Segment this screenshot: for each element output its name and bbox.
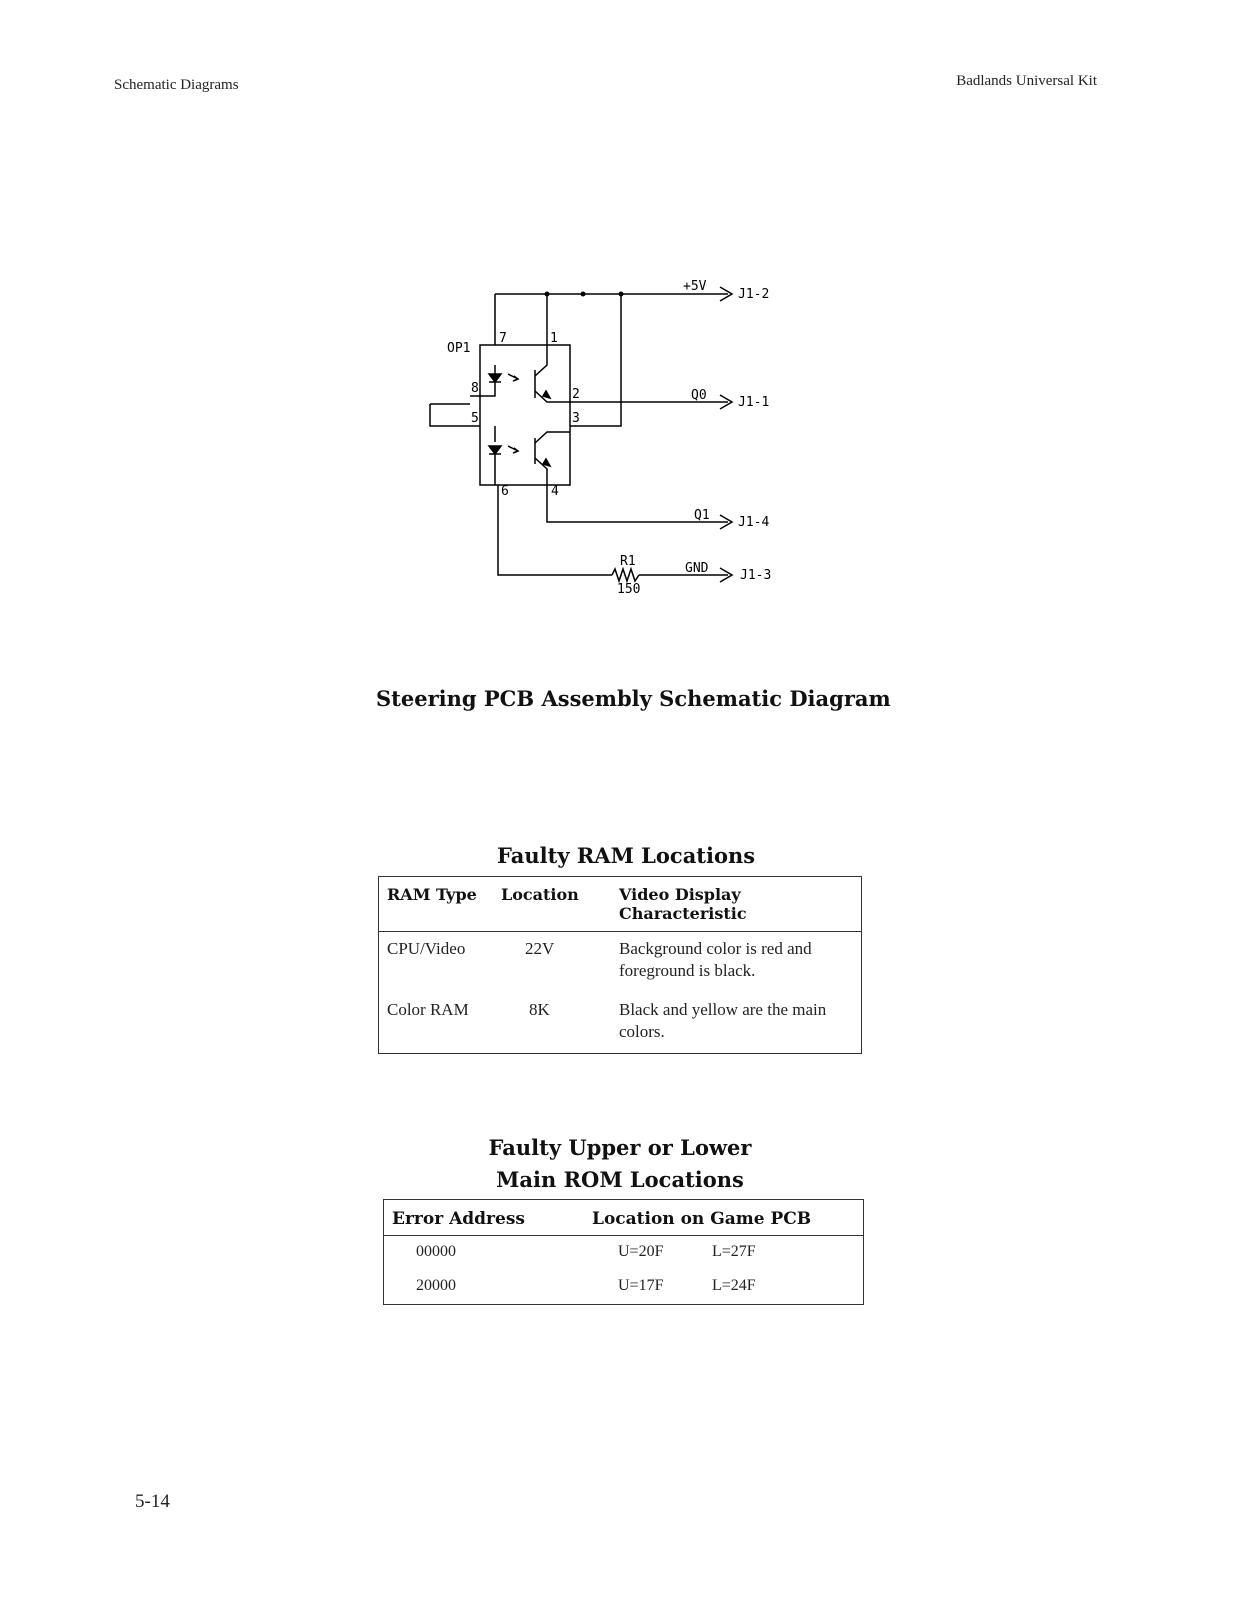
pin-6-label: 6 — [501, 484, 509, 499]
table-cell: 8K — [529, 999, 550, 1019]
connector-j1-4-label: J1-4 — [738, 515, 769, 530]
faulty-ram-table: RAM Type Location Video Display Characte… — [378, 876, 862, 1054]
connector-j1-3-label: J1-3 — [740, 568, 771, 583]
diagram-caption: Steering PCB Assembly Schematic Diagram — [376, 686, 891, 711]
column-header: Location on Game PCB — [578, 1199, 864, 1236]
op1-label: OP1 — [447, 341, 470, 356]
table-header-row: RAM Type Location Video Display Characte… — [378, 876, 862, 932]
table-cell: Black and yellow are the main colors. — [619, 999, 827, 1041]
table-row: 20000 U=17F L=24F — [384, 1270, 864, 1305]
table-cell: 22V — [525, 939, 555, 958]
table-cell: L=24F — [712, 1277, 756, 1294]
running-header-left: Schematic Diagrams — [114, 77, 239, 93]
connector-j1-2-label: J1-2 — [738, 287, 769, 302]
pin-3-label: 3 — [572, 411, 580, 426]
column-header: Location — [493, 876, 611, 932]
table-row: 00000 U=20F L=27F — [384, 1236, 864, 1271]
net-q0-label: Q0 — [691, 388, 707, 403]
net-gnd-label: GND — [685, 561, 709, 576]
table-cell: 20000 — [416, 1277, 456, 1294]
running-header-right: Badlands Universal Kit — [956, 73, 1097, 89]
column-header: RAM Type — [378, 876, 493, 932]
pin-2-label: 2 — [572, 387, 580, 402]
table-header-row: Error Address Location on Game PCB — [383, 1199, 864, 1236]
rom-table-title: Faulty Upper or Lower Main ROM Locations — [440, 1132, 800, 1196]
ram-table-title: Faulty RAM Locations — [497, 843, 756, 868]
table-row: CPU/Video 22V Background color is red an… — [379, 932, 862, 993]
table-cell: U=20F — [618, 1243, 664, 1260]
r1-value: 150 — [617, 582, 640, 597]
net-5v-label: +5V — [683, 279, 707, 294]
rom-title-line-2: Main ROM Locations — [496, 1167, 744, 1192]
faulty-rom-table: Error Address Location on Game PCB 00000… — [383, 1199, 864, 1305]
table-cell: Background color is red and foreground i… — [619, 939, 812, 980]
net-q1-label: Q1 — [694, 508, 710, 523]
rom-title-line-1: Faulty Upper or Lower — [488, 1135, 752, 1160]
table-cell: 00000 — [416, 1243, 456, 1260]
page-number: 5-14 — [135, 1491, 170, 1512]
steering-pcb-schematic: OP1 7 1 8 2 5 3 6 4 +5V J1-2 Q0 J1-1 Q1 … — [429, 279, 771, 597]
table-cell: U=17F — [618, 1277, 664, 1294]
pin-1-label: 1 — [550, 331, 558, 346]
pin-5-label: 5 — [471, 411, 479, 426]
table-cell: L=27F — [712, 1243, 756, 1260]
column-header: Video Display Characteristic — [611, 876, 862, 932]
column-header: Error Address — [383, 1199, 578, 1236]
pin-8-label: 8 — [471, 381, 479, 396]
pin-7-label: 7 — [499, 331, 507, 346]
table-row: Color RAM 8K Black and yellow are the ma… — [379, 993, 862, 1054]
pin-4-label: 4 — [551, 484, 559, 499]
table-cell: Color RAM — [387, 999, 469, 1019]
connector-j1-1-label: J1-1 — [738, 395, 769, 410]
table-cell: CPU/Video — [387, 939, 466, 958]
r1-label: R1 — [620, 554, 636, 569]
